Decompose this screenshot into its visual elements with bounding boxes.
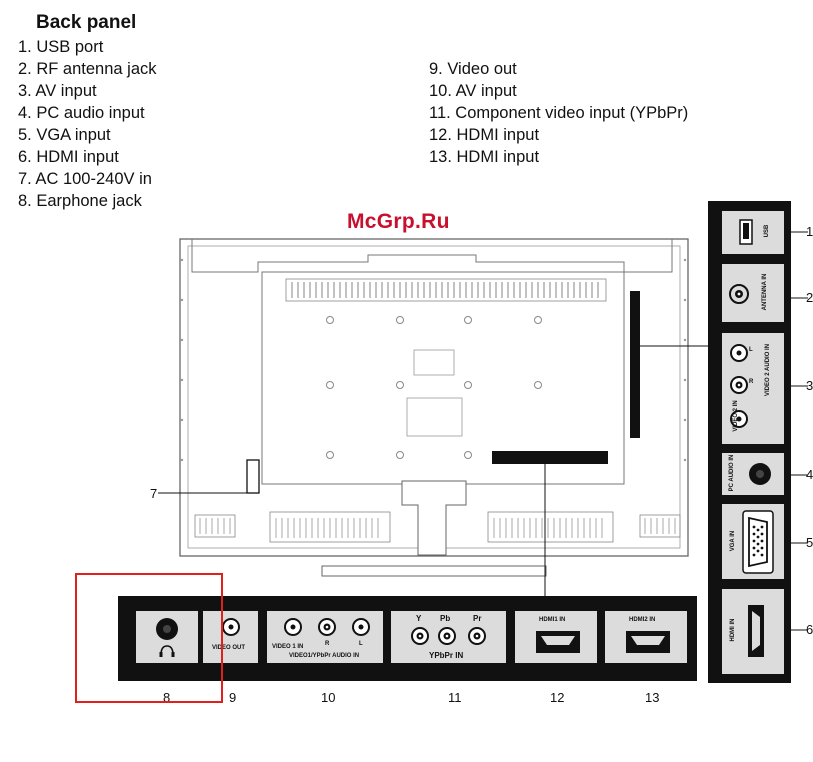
vga-label: VGA IN: [730, 530, 736, 552]
antenna-label: ANTENNA IN: [762, 273, 768, 311]
antenna-port-panel: ANTENNA IN: [722, 264, 784, 322]
usb-label: USB: [764, 224, 770, 238]
audio-jack-icon: [749, 463, 771, 485]
list-item: 4. PC audio input: [18, 104, 145, 122]
list-item: 13. HDMI input: [429, 148, 540, 166]
right-legend-list: 9. Video out 10. AV input 11. Component …: [429, 58, 688, 168]
callout-number: 5: [806, 535, 813, 550]
video2-port-panel: L R VIDEO 2 AUDIO IN VIDEO 2 IN: [722, 333, 784, 444]
list-item: 1. USB port: [18, 38, 104, 56]
usb-port-icon: [739, 219, 753, 245]
callout-number: 10: [321, 690, 336, 705]
video1-in-label: VIDEO 1 IN: [272, 644, 304, 650]
page-title: Back panel: [36, 12, 137, 33]
callout-number: 8: [163, 690, 171, 705]
pr-label: Pr: [473, 614, 482, 623]
earphone-highlight-box: [75, 573, 223, 703]
earphone-port-panel: [136, 611, 198, 663]
pc-audio-port-panel: PC AUDIO IN: [722, 453, 784, 495]
r-label: R: [749, 379, 754, 385]
r-label: R: [325, 641, 330, 647]
rca-jacks-icon: [411, 627, 486, 645]
rca-jacks-icon: [730, 344, 748, 428]
video2-audio-label: VIDEO 2 AUDIO IN: [765, 343, 771, 397]
callout-number: 1: [806, 224, 813, 239]
list-item: 12. HDMI input: [429, 126, 540, 144]
video-out-port-panel: VIDEO OUT: [203, 611, 258, 663]
list-item: 6. HDMI input: [18, 148, 119, 166]
vga-port-panel: VGA IN: [722, 504, 784, 579]
callout-number: 6: [806, 622, 813, 637]
callout-number: 9: [229, 690, 237, 705]
callout-number: 2: [806, 290, 813, 305]
callout-number: 7: [150, 486, 158, 501]
list-item: 11. Component video input (YPbPr): [429, 104, 689, 122]
list-item: 2. RF antenna jack: [18, 60, 157, 78]
l-label: L: [359, 641, 363, 647]
video2-in-label: VIDEO 2 IN: [733, 400, 739, 432]
antenna-jack-icon: [729, 284, 749, 304]
hdmi2-label: HDMI2 IN: [629, 617, 656, 623]
list-item: 3. AV input: [18, 82, 97, 100]
hdmi-port-icon: [748, 605, 764, 657]
l-label: L: [749, 347, 753, 353]
ypbpr-in-label: YPbPr IN: [429, 651, 464, 660]
list-item: 10. AV input: [429, 82, 517, 100]
pc-audio-label: PC AUDIO IN: [729, 454, 735, 492]
av-input-port-panel: VIDEO 1 IN R L VIDEO1/YPbPr AUDIO IN: [267, 611, 383, 663]
vga-port-icon: [742, 510, 774, 574]
callout-number: 3: [806, 378, 813, 393]
hdmi-port-icon: [536, 631, 580, 653]
list-item: 9. Video out: [429, 60, 517, 78]
callout-number: 13: [645, 690, 660, 705]
y-label: Y: [416, 614, 422, 623]
hdmi-side-label: HDMI IN: [730, 618, 736, 642]
callout-number: 4: [806, 467, 813, 482]
usb-port-panel: USB: [722, 211, 784, 254]
hdmi1-label: HDMI1 IN: [539, 617, 566, 623]
list-item: 5. VGA input: [18, 126, 111, 144]
rca-jacks-icon: [284, 618, 370, 636]
hdmi-port-icon: [626, 631, 670, 653]
video-out-label: VIDEO OUT: [212, 645, 246, 651]
av-audio-label: VIDEO1/YPbPr AUDIO IN: [289, 653, 360, 659]
list-item: 7. AC 100-240V in: [18, 170, 152, 188]
callout-number: 11: [448, 690, 462, 705]
hdmi1-port-panel: HDMI1 IN: [515, 611, 597, 663]
rca-jack-icon: [222, 618, 240, 636]
watermark: McGrp.Ru: [347, 210, 450, 233]
left-legend-list: 1. USB port 2. RF antenna jack 3. AV inp…: [18, 36, 157, 212]
component-port-panel: Y Pb Pr YPbPr IN: [391, 611, 506, 663]
callout-number: 12: [550, 690, 565, 705]
earphone-jack-icon: [156, 618, 178, 657]
hdmi2-port-panel: HDMI2 IN: [605, 611, 687, 663]
hdmi-side-port-panel: HDMI IN: [722, 589, 784, 674]
pb-label: Pb: [440, 614, 451, 623]
list-item: 8. Earphone jack: [18, 192, 142, 210]
